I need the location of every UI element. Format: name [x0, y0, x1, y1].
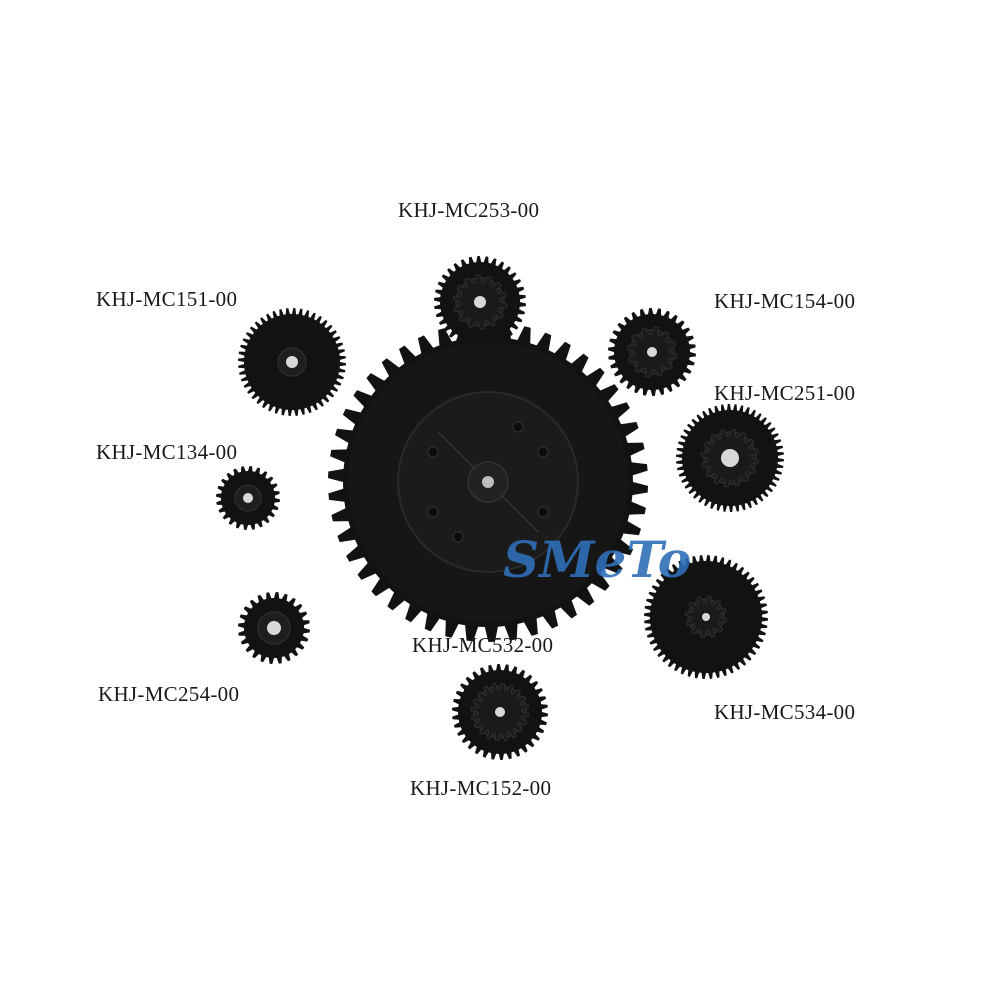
- label-mc134: KHJ-MC134-00: [96, 440, 238, 464]
- label-mc152: KHJ-MC152-00: [410, 776, 552, 800]
- gear-mc253-bore: [474, 296, 486, 308]
- gear-mc254-bore: [267, 621, 281, 635]
- gear-mc532-bore: [482, 476, 494, 488]
- gear-mc154-bore: [647, 347, 657, 357]
- gear-mc532-hole-4: [427, 506, 439, 518]
- label-mc251: KHJ-MC251-00: [714, 381, 856, 405]
- label-mc254: KHJ-MC254-00: [98, 682, 240, 706]
- watermark-logo: SMeTo: [503, 530, 692, 589]
- label-mc154: KHJ-MC154-00: [714, 289, 856, 313]
- gear-mc134-bore: [243, 493, 253, 503]
- gear-mc251-bore: [721, 449, 739, 467]
- label-mc151: KHJ-MC151-00: [96, 287, 238, 311]
- label-mc532: KHJ-MC532-00: [412, 633, 554, 657]
- gear-mc532-hole-0: [427, 446, 439, 458]
- gear-mc532-hole-1: [537, 506, 549, 518]
- gear-mc534-bore: [702, 613, 710, 621]
- gear-mc532-hole-5: [537, 446, 549, 458]
- label-mc534: KHJ-MC534-00: [714, 700, 856, 724]
- gear-mc532-hole-3: [512, 421, 524, 433]
- gear-mc152-bore: [495, 707, 505, 717]
- label-mc253: KHJ-MC253-00: [398, 198, 540, 222]
- gear-mc151-bore: [286, 356, 298, 368]
- gear-mc532-hole-2: [452, 531, 464, 543]
